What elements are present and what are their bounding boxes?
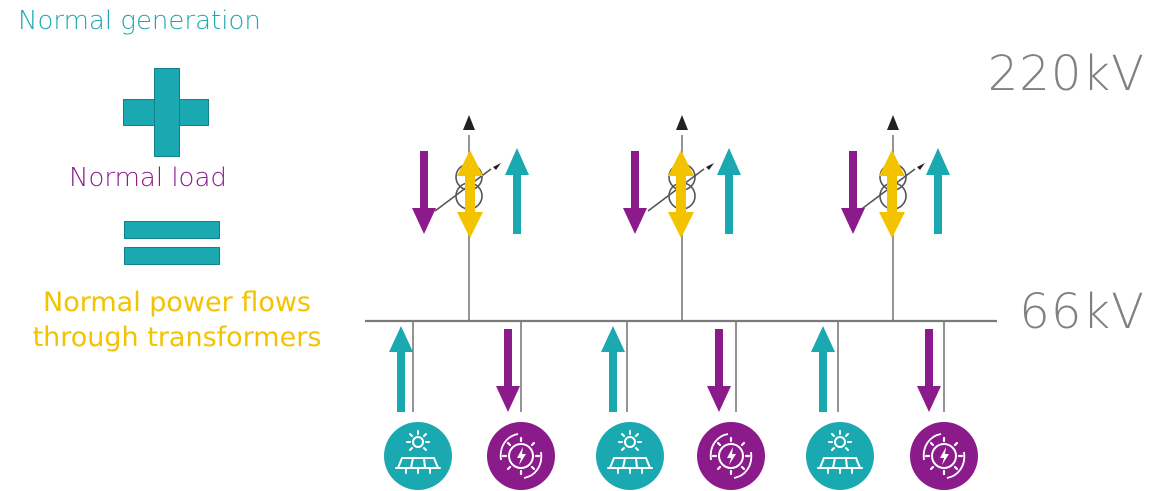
normal-flows-label: Normal power flows through transformers (1, 285, 353, 355)
industrial-load-icon (908, 420, 980, 491)
feeder-1-generation (383, 321, 453, 491)
solar-plant-icon (595, 421, 665, 491)
industrial-load-icon (695, 420, 767, 491)
feeder-4-load (695, 321, 767, 491)
bidirectional-flow-arrow-2 (668, 150, 694, 238)
load-arrow-down-2 (623, 151, 647, 234)
normal-flows-line2: through transformers (32, 322, 322, 353)
bidirectional-flow-arrow-1 (457, 150, 483, 238)
solar-plant-icon (805, 421, 875, 491)
feeder-5-generation (805, 321, 875, 491)
normal-load-label: Normal load (69, 163, 227, 193)
industrial-load-icon (485, 420, 557, 491)
generation-arrow-up-3 (926, 148, 950, 234)
load-arrow-down-1 (412, 151, 436, 234)
normal-flows-line1: Normal power flows (43, 287, 311, 318)
transformer-flow-arrows (412, 148, 950, 238)
load-arrow-down-3 (841, 151, 865, 234)
normal-generation-label: Normal generation (18, 6, 261, 36)
feeder-3-generation (595, 321, 665, 491)
voltage-66kv-label: 66kV (1019, 284, 1145, 340)
generation-arrow-up-1 (505, 148, 529, 234)
feeder-6-load (908, 321, 980, 491)
generation-arrow-up-2 (717, 148, 741, 234)
solar-plant-icon (383, 421, 453, 491)
voltage-220kv-label: 220kV (987, 46, 1145, 102)
bidirectional-flow-arrow-3 (879, 150, 905, 238)
feeder-2-load (485, 321, 557, 491)
